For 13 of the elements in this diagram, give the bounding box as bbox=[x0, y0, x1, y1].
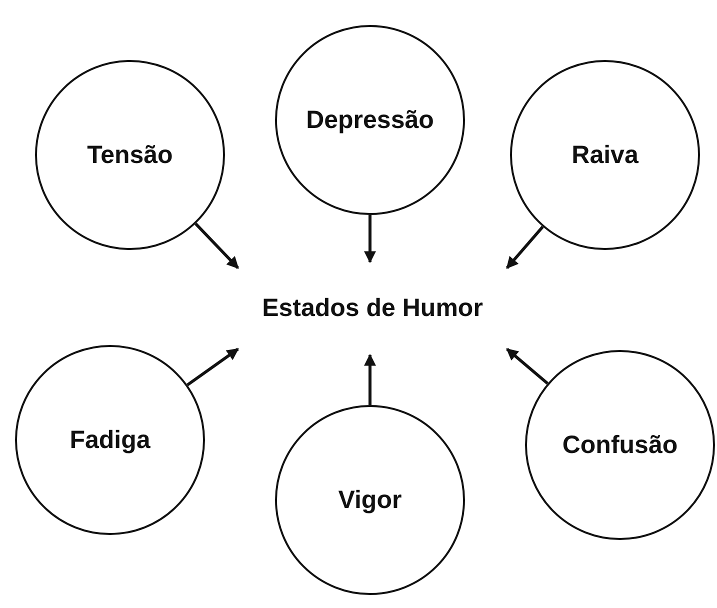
node-label: Depressão bbox=[306, 106, 434, 134]
arrow bbox=[506, 226, 544, 269]
arrow bbox=[364, 215, 376, 264]
node-label: Raiva bbox=[572, 140, 638, 170]
node-label: Fadiga bbox=[70, 426, 150, 454]
arrow bbox=[194, 222, 240, 270]
arrow bbox=[364, 354, 376, 405]
node-label: Vigor bbox=[338, 486, 402, 514]
arrow bbox=[186, 348, 239, 386]
node-label: Tensão bbox=[87, 140, 173, 170]
node-label: Confusão bbox=[562, 430, 678, 460]
arrow bbox=[506, 348, 549, 385]
center-label: Estados de Humor bbox=[262, 294, 483, 323]
